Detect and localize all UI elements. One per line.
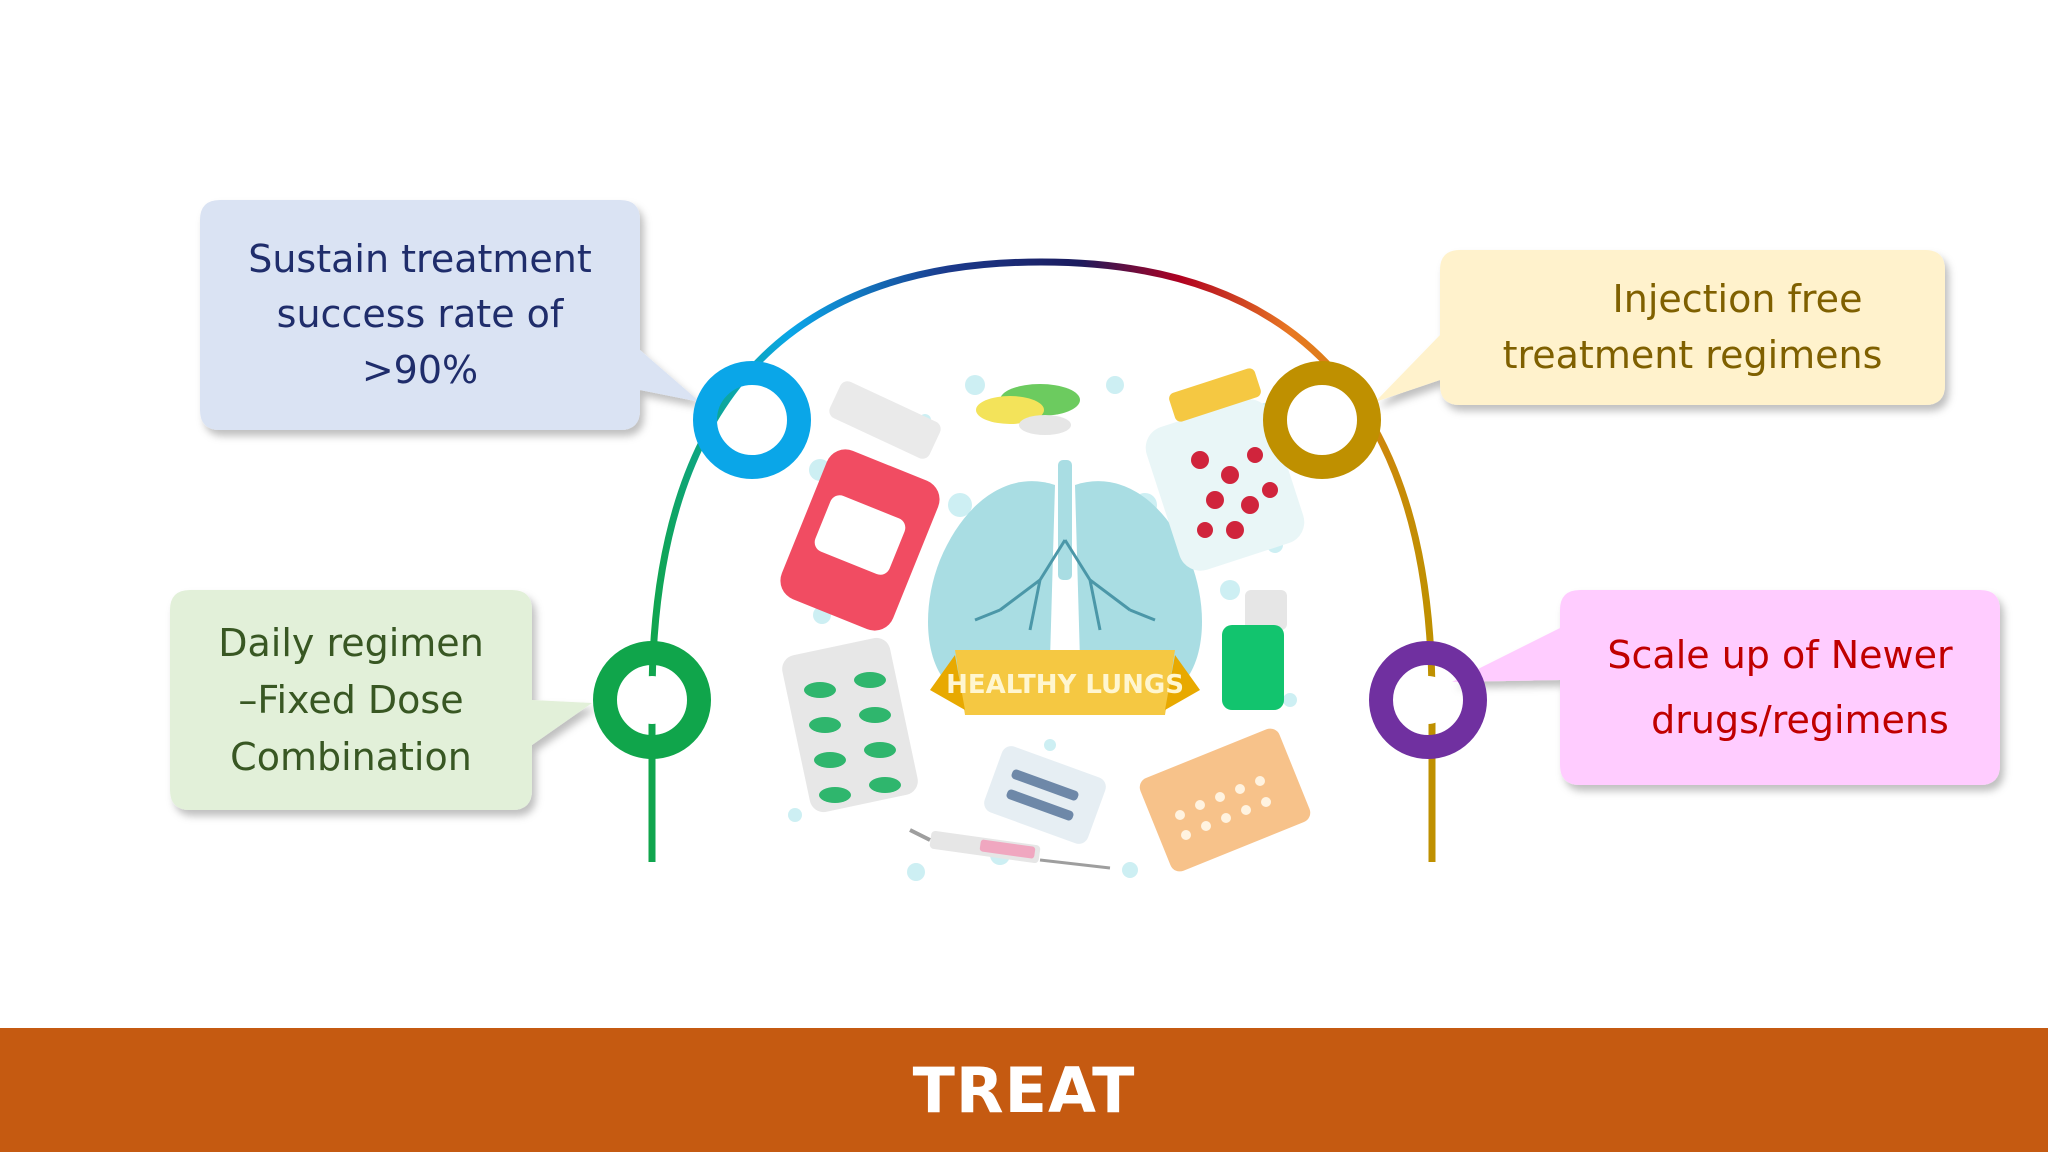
callout-top-right: [1375, 250, 1945, 405]
callout-top-left: [200, 200, 700, 430]
node-top-left: [693, 361, 811, 479]
callout-line: >90%: [361, 347, 479, 392]
callout-text-bottom-right: Scale up of Newer drugs/regimens: [1560, 590, 2000, 785]
footer-bar: TREAT: [0, 1028, 2048, 1152]
callout-text-top-left: Sustain treatment success rate of >90%: [200, 200, 640, 430]
red-bottle-illustration: [780, 381, 941, 631]
green-bottle-illustration: [1222, 590, 1287, 710]
pills-illustration: [976, 384, 1080, 435]
ampoule-pack-illustration: [984, 746, 1106, 844]
callout-bottom-left: [170, 590, 592, 810]
node-bottom-left: [593, 641, 711, 759]
node-top-right: [1263, 361, 1381, 479]
callout-line: Scale up of Newer: [1607, 632, 1953, 677]
callout-line: Sustain treatment: [248, 237, 592, 282]
node-bottom-right: [1369, 641, 1487, 759]
illustration: HEALTHY LUNGS: [780, 368, 1311, 881]
callout-line: –Fixed Dose: [238, 677, 464, 722]
callout-line: Daily regimen: [218, 620, 484, 665]
callout-text-bottom-left: Daily regimen –Fixed Dose Combination: [170, 590, 532, 810]
arch-line: [648, 258, 1436, 862]
callout-bottom-right: [1452, 590, 2000, 785]
banner-text: HEALTHY LUNGS: [946, 670, 1184, 700]
lungs-illustration: HEALTHY LUNGS: [928, 460, 1202, 715]
syringe-illustration: [909, 828, 1111, 870]
callout-line: drugs/regimens: [1651, 697, 1949, 742]
pill-jar-illustration: [1145, 368, 1305, 571]
capsule-blister-illustration: [782, 637, 918, 813]
callout-line: treatment regimens: [1502, 332, 1883, 377]
callout-line: Combination: [230, 734, 472, 779]
callout-line: success rate of: [276, 292, 564, 337]
footer-title: TREAT: [912, 1053, 1136, 1127]
tablet-blister-illustration: [1139, 728, 1311, 872]
callout-text-top-right: Injection free treatment regimens: [1440, 250, 1945, 405]
callout-line: Injection free: [1612, 277, 1863, 322]
